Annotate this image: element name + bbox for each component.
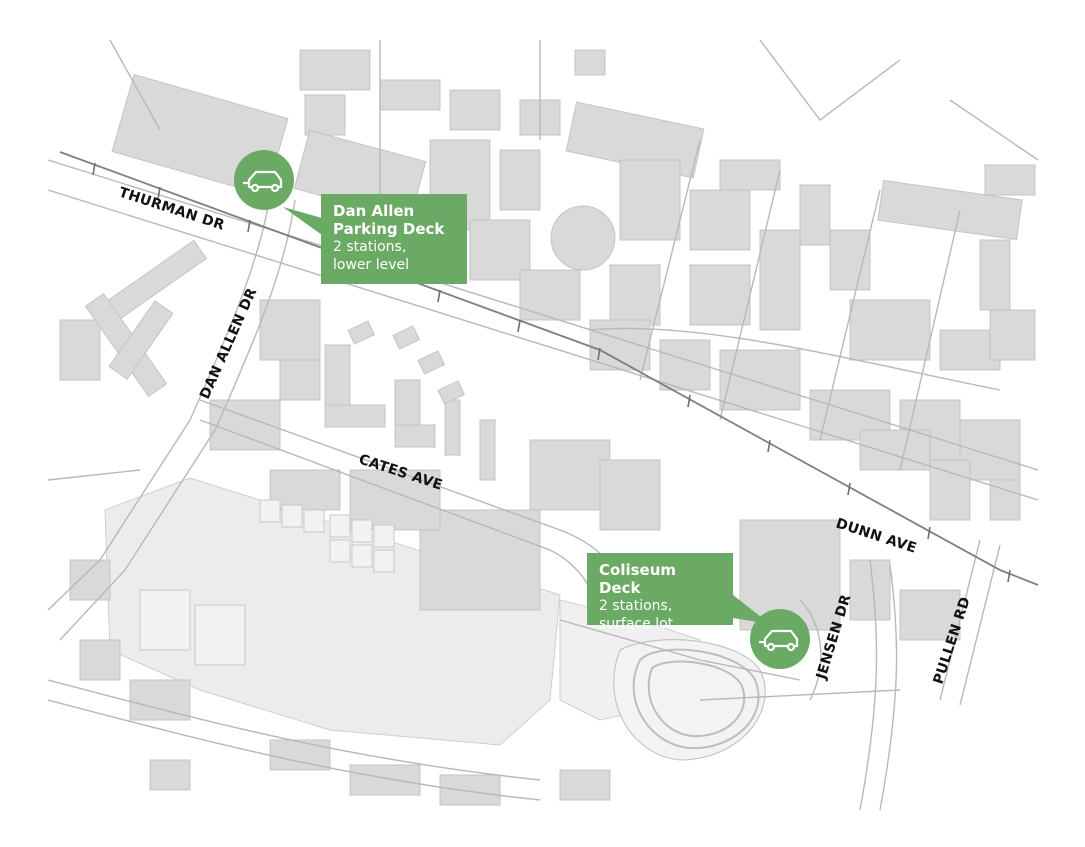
callout-detail-line2: lower level <box>333 257 410 273</box>
callout-dan-allen-parking-deck: Dan Allen Parking Deck 2 stations, lower… <box>321 194 467 284</box>
callout-detail-line2: surface lot <box>599 616 674 632</box>
callout-title-line1: Dan Allen <box>333 202 415 220</box>
running-track <box>632 648 760 750</box>
ev-station-marker-dan-allen[interactable] <box>234 150 294 210</box>
dan-allen-callout-pointer <box>283 207 322 235</box>
ev-car-icon <box>759 629 799 652</box>
callout-detail-line1: 2 stations, <box>333 239 407 255</box>
ev-car-icon <box>243 170 283 193</box>
callout-coliseum-deck: Coliseum Deck 2 stations, surface lot <box>587 553 733 632</box>
parking-stalls <box>139 499 395 666</box>
callout-title-line2: Parking Deck <box>333 220 445 238</box>
x-shaped-building <box>84 239 208 398</box>
callout-title-line1: Coliseum Deck <box>599 561 677 597</box>
callout-detail-line1: 2 stations, <box>599 598 673 614</box>
ev-station-marker-coliseum[interactable] <box>750 609 810 669</box>
